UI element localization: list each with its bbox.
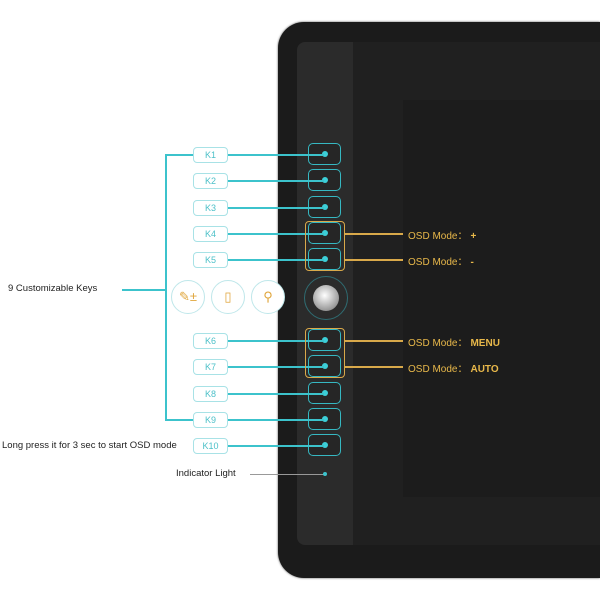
display-area <box>403 100 600 497</box>
group-label: 9 Customizable Keys <box>8 283 98 294</box>
key-label: K1 <box>193 147 228 163</box>
dial-ring[interactable] <box>304 276 348 320</box>
brush-size-icon: ✎± <box>171 280 205 314</box>
key-label: K9 <box>193 412 228 428</box>
key-connector <box>226 366 324 368</box>
key-label: K2 <box>193 173 228 189</box>
osd-plus: OSD Mode：+ <box>408 231 477 242</box>
key-connector <box>226 259 324 261</box>
long-press-label: Long press it for 3 sec to start OSD mod… <box>2 440 177 451</box>
key-k6[interactable] <box>308 329 341 351</box>
osd-bracket-k4-k5 <box>305 221 345 271</box>
key-connector <box>226 207 324 209</box>
key-k2[interactable] <box>308 169 341 191</box>
dial-knob[interactable] <box>313 285 339 311</box>
key-connector <box>226 340 324 342</box>
osd-line <box>345 340 403 342</box>
bracket-line <box>165 154 167 420</box>
key-label: K7 <box>193 359 228 375</box>
key-connector <box>226 180 324 182</box>
key-k3[interactable] <box>308 196 341 218</box>
key-connector <box>226 393 324 395</box>
osd-menu: OSD Mode：MENU <box>408 338 500 349</box>
key-connector <box>226 154 324 156</box>
osd-line <box>345 233 403 235</box>
scroll-icon: ▯ <box>211 280 245 314</box>
key-label: K3 <box>193 200 228 216</box>
bracket-top <box>165 154 193 156</box>
key-label: K5 <box>193 252 228 268</box>
osd-line <box>345 366 403 368</box>
key-label: K8 <box>193 386 228 402</box>
key-label: K10 <box>193 438 228 454</box>
osd-bracket-k6-k7 <box>305 328 345 378</box>
indicator-line <box>250 474 325 475</box>
key-connector <box>226 445 324 447</box>
bracket-bottom <box>165 419 193 421</box>
key-label: K6 <box>193 333 228 349</box>
osd-line <box>345 259 403 261</box>
indicator-label: Indicator Light <box>176 468 236 479</box>
zoom-icon: ⚲ <box>251 280 285 314</box>
osd-minus: OSD Mode：- <box>408 257 474 268</box>
key-label: K4 <box>193 226 228 242</box>
osd-auto: OSD Mode：AUTO <box>408 364 499 375</box>
indicator-light <box>323 472 327 476</box>
key-k9[interactable] <box>308 408 341 430</box>
bracket-pointer <box>122 289 165 291</box>
key-connector <box>226 419 324 421</box>
key-connector <box>226 233 324 235</box>
